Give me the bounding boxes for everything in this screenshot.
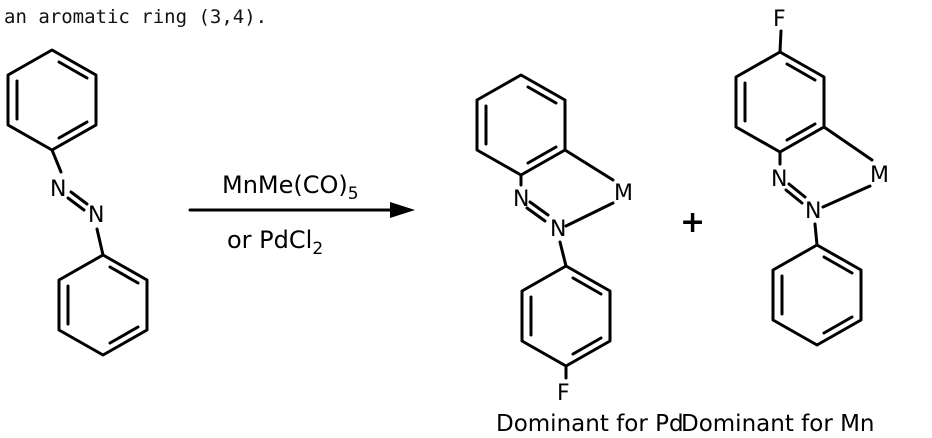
reactant-azo-nitrogen-1: N — [50, 177, 66, 202]
reagent-top-label: MnMe(CO)5 — [222, 171, 359, 204]
intro-text: an aromatic ring (3,4). — [4, 6, 268, 28]
product-1: M N N F Dominant for Pd — [475, 73, 684, 437]
product-1-azo-double-bond-b — [525, 206, 547, 223]
product-1-bond-n-ring — [558, 240, 568, 268]
reactant-azo-nitrogen-2: N — [88, 203, 104, 228]
product-1-fluorophenyl-ring — [520, 264, 612, 368]
product-2-azo-nitrogen-2: N — [805, 199, 821, 224]
product-2-azo-nitrogen-1: N — [771, 167, 787, 192]
reactant-bond-ring-n — [50, 148, 63, 174]
plus-sign: + — [680, 205, 705, 240]
product-2-azo-double-bond-b — [784, 188, 804, 205]
product-1-azo-nitrogen-1: N — [513, 187, 529, 212]
product-2-caption: Dominant for Mn — [681, 411, 875, 437]
reaction-arrow-head — [390, 202, 415, 218]
product-2-bond-f-c — [778, 29, 783, 54]
product-2-fluoro-metallated-ring — [734, 50, 826, 154]
product-2-bond-n-metal — [821, 184, 872, 209]
product-2: F M N N Dominant for Mn — [681, 7, 889, 437]
product-2-fluorine: F — [773, 7, 786, 32]
product-1-fluorine: F — [557, 381, 570, 406]
product-1-azo-nitrogen-2: N — [550, 217, 566, 242]
product-2-bond-n-ring — [813, 222, 819, 247]
product-2-phenyl-ring — [771, 243, 863, 347]
reaction-arrow-group: MnMe(CO)5 or PdCl2 — [188, 171, 415, 259]
reactant-azo-double-bond-a — [69, 190, 89, 206]
product-1-bond-n-metal — [564, 201, 615, 228]
product-2-azo-double-bond-a — [787, 182, 807, 199]
product-1-bond-ring-metal — [563, 148, 615, 182]
reagent-bottom-label: or PdCl2 — [227, 226, 323, 259]
reactant-bottom-benzene-ring — [57, 253, 149, 357]
reactant-bond-n-ring — [95, 227, 105, 257]
product-1-caption: Dominant for Pd — [496, 411, 684, 437]
reactant-top-benzene-ring — [6, 48, 98, 152]
product-1-metallated-ring — [475, 73, 567, 177]
product-2-bond-ring-metal — [822, 125, 874, 162]
reactant-azo-double-bond-b — [66, 196, 86, 212]
product-2-metal: M — [870, 163, 889, 188]
product-1-azo-double-bond-a — [528, 200, 550, 217]
product-1-metal: M — [614, 181, 633, 206]
reactant-azobenzene: N N — [6, 48, 149, 357]
